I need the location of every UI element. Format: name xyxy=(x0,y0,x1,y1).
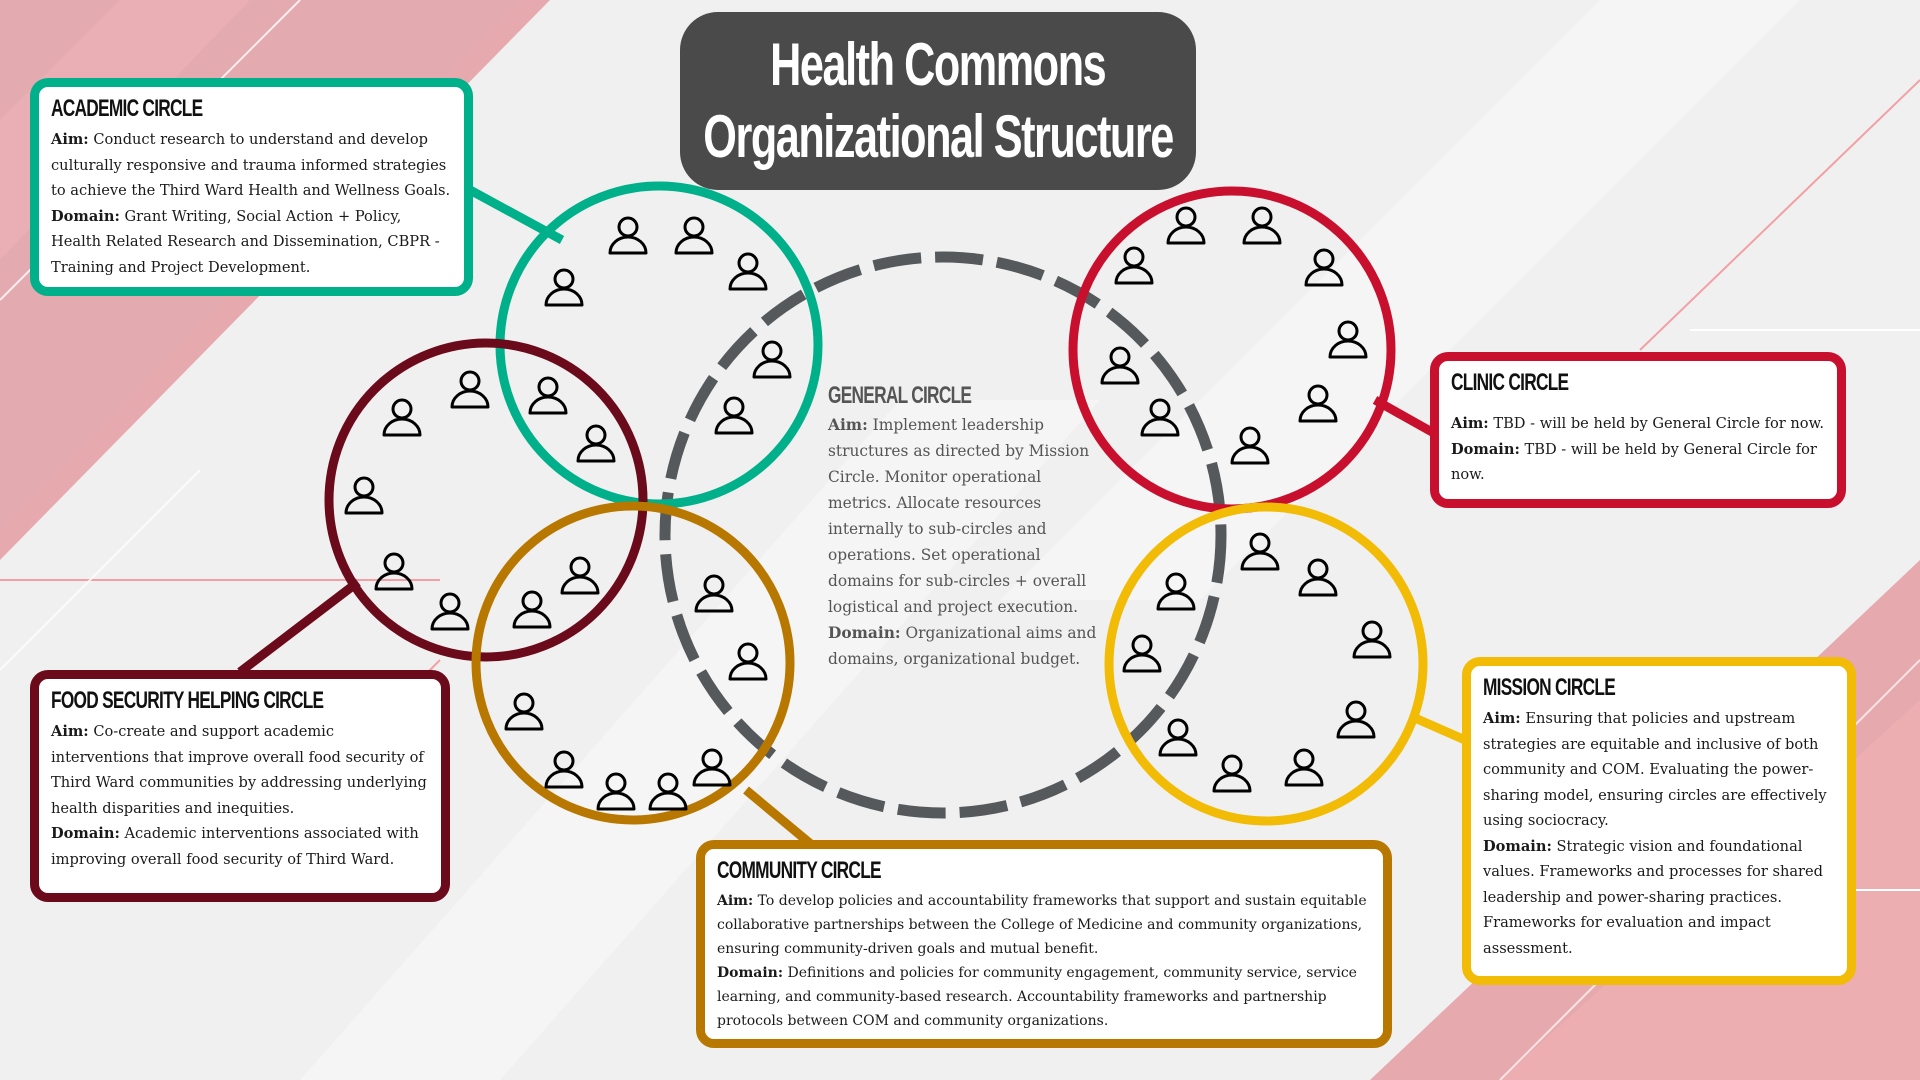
mission-circle-card: MISSION CIRCLE Aim: Ensuring that polici… xyxy=(1462,657,1856,985)
clinic-circle-domain: Domain: TBD - will be held by General Ci… xyxy=(1451,440,1817,484)
title-line-1: Health Commons xyxy=(770,31,1107,98)
community-members xyxy=(504,556,768,811)
general-circle-title: GENERAL CIRCLE xyxy=(828,382,972,409)
community-connector xyxy=(743,786,815,849)
academic-circle-domain: Domain: Grant Writing, Social Action + P… xyxy=(51,207,440,276)
food-security-circle-domain: Domain: Academic interventions associate… xyxy=(51,825,419,868)
page-title: Health Commons Organizational Structure xyxy=(680,12,1196,190)
community-circle xyxy=(471,501,795,825)
general-circle-domain: Domain: Organizational aims and domains,… xyxy=(828,624,1097,668)
academic-circle-aim: Aim: Conduct research to understand and … xyxy=(51,131,451,199)
food-security-members xyxy=(344,370,616,631)
general-circle-description: GENERAL CIRCLE Aim: Implement leadership… xyxy=(828,382,1098,672)
general-circle-aim: Aim: Implement leadership structures as … xyxy=(828,416,1090,616)
clinic-circle-title: CLINIC CIRCLE xyxy=(1451,369,1569,396)
mission-circle-domain: Domain: Strategic vision and foundationa… xyxy=(1483,837,1824,957)
clinic-circle-card: CLINIC CIRCLE Aim: TBD - will be held by… xyxy=(1430,352,1846,508)
academic-circle-card: ACADEMIC CIRCLE Aim: Conduct research to… xyxy=(30,78,473,296)
title-line-2: Organizational Structure xyxy=(703,103,1174,170)
community-circle-card: COMMUNITY CIRCLE Aim: To develop policie… xyxy=(696,840,1392,1048)
academic-circle-title: ACADEMIC CIRCLE xyxy=(51,95,203,122)
academic-members xyxy=(544,216,792,435)
community-circle-aim: Aim: To develop policies and accountabil… xyxy=(717,893,1367,957)
food-security-circle-title: FOOD SECURITY HELPING CIRCLE xyxy=(51,687,324,714)
community-circle-domain: Domain: Definitions and policies for com… xyxy=(717,965,1357,1029)
food-security-circle xyxy=(324,338,648,662)
food-security-circle-aim: Aim: Co-create and support academic inte… xyxy=(51,723,427,817)
clinic-circle-aim: Aim: TBD - will be held by General Circl… xyxy=(1451,415,1824,432)
mission-circle xyxy=(1104,502,1428,826)
general-circle xyxy=(659,251,1227,819)
mission-circle-title: MISSION CIRCLE xyxy=(1483,674,1616,701)
community-circle-title: COMMUNITY CIRCLE xyxy=(717,857,882,884)
academic-circle xyxy=(495,181,823,509)
mission-circle-aim: Aim: Ensuring that policies and upstream… xyxy=(1483,710,1827,829)
mission-members xyxy=(1122,532,1392,793)
food-security-circle-card: FOOD SECURITY HELPING CIRCLE Aim: Co-cre… xyxy=(30,670,450,902)
mission-connector xyxy=(1413,713,1467,745)
food-connector xyxy=(237,578,361,676)
